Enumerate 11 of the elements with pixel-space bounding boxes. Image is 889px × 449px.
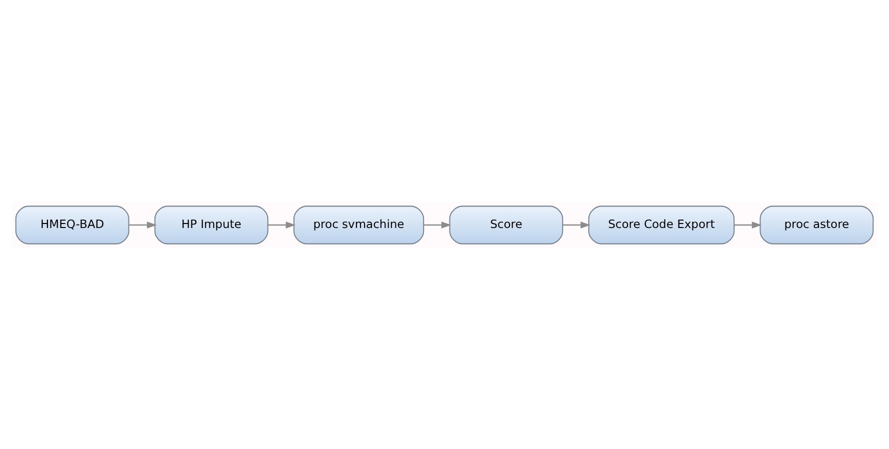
node-box: Score bbox=[449, 205, 564, 244]
arrow bbox=[562, 221, 590, 228]
arrow bbox=[268, 221, 296, 228]
arrow bbox=[734, 221, 762, 228]
node-box: Score Code Export bbox=[588, 205, 735, 244]
node-box: HP Impute bbox=[154, 205, 268, 244]
node-box: HMEQ-BAD bbox=[15, 205, 130, 244]
arrow bbox=[128, 221, 157, 228]
node-box: proc astore bbox=[760, 205, 874, 244]
arrow bbox=[424, 221, 452, 228]
node-box: proc svmachine bbox=[293, 205, 424, 244]
